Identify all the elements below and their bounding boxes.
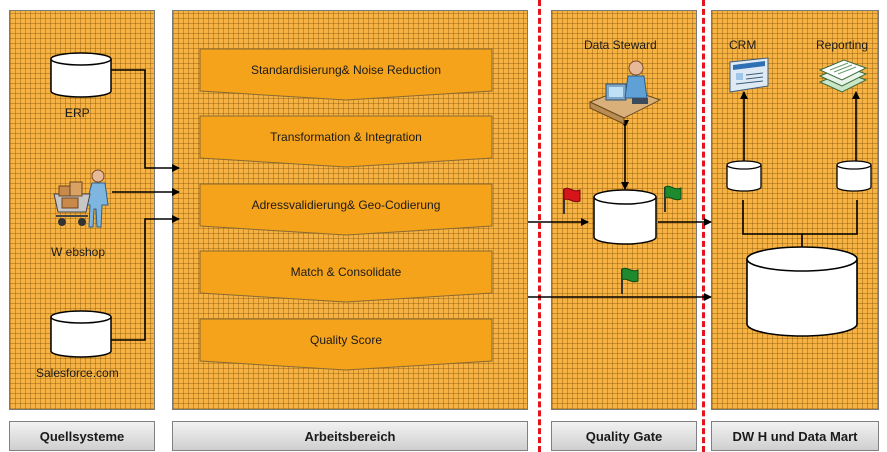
step-transformation: Transformation & Integration	[199, 115, 493, 168]
reporting-mart-database-icon	[836, 160, 872, 192]
data-steward-label: Data Steward	[584, 38, 657, 52]
report-documents-icon	[818, 59, 868, 93]
step-adressvalidierung: Adressvalidierung& Geo-Codierung	[199, 183, 493, 236]
step-match-consolidate: Match & Consolidate	[199, 250, 493, 303]
reporting-label: Reporting	[816, 38, 869, 52]
salesforce-label: Salesforce.com	[36, 366, 119, 380]
erp-connector	[110, 69, 180, 172]
main-db-to-marts-connector	[742, 200, 858, 250]
step-standardisierung-label: Standardisierung& Noise Reduction	[250, 63, 442, 77]
data-steward-icon	[588, 60, 662, 124]
salesforce-database-icon	[50, 310, 112, 358]
step-quality-score: Quality Score	[199, 318, 493, 371]
webshop-label: W ebshop	[51, 245, 106, 259]
crm-label: CRM	[729, 38, 757, 52]
green-flag-quality-icon	[664, 185, 682, 212]
step-adressvalidierung-label: Adressvalidierung& Geo-Codierung	[251, 198, 441, 212]
webshop-shopping-cart-icon	[53, 169, 109, 228]
erp-label: ERP	[65, 106, 90, 120]
step-transformation-label: Transformation & Integration	[270, 130, 422, 144]
step-quality-score-label: Quality Score	[309, 333, 383, 347]
salesforce-connector	[110, 215, 180, 341]
crm-mart-database-icon	[726, 160, 762, 192]
lane-title-quality-gate: Quality Gate	[551, 421, 697, 451]
step-standardisierung: Standardisierung& Noise Reduction	[199, 48, 493, 101]
quality-gate-database-icon	[593, 189, 657, 245]
dwh-main-database-icon	[746, 246, 858, 337]
erp-database-icon	[50, 52, 112, 98]
lane-title-dwh: DW H und Data Mart	[711, 421, 879, 451]
crm-screen-icon	[729, 57, 769, 93]
green-flag-direct-icon	[621, 267, 639, 294]
lane-title-arbeitsbereich: Arbeitsbereich	[172, 421, 528, 451]
lane-title-quellsysteme: Quellsysteme	[9, 421, 155, 451]
step-match-consolidate-label: Match & Consolidate	[290, 265, 402, 279]
divider-right	[702, 0, 705, 452]
divider-left	[538, 0, 541, 452]
red-flag-icon	[563, 187, 581, 214]
